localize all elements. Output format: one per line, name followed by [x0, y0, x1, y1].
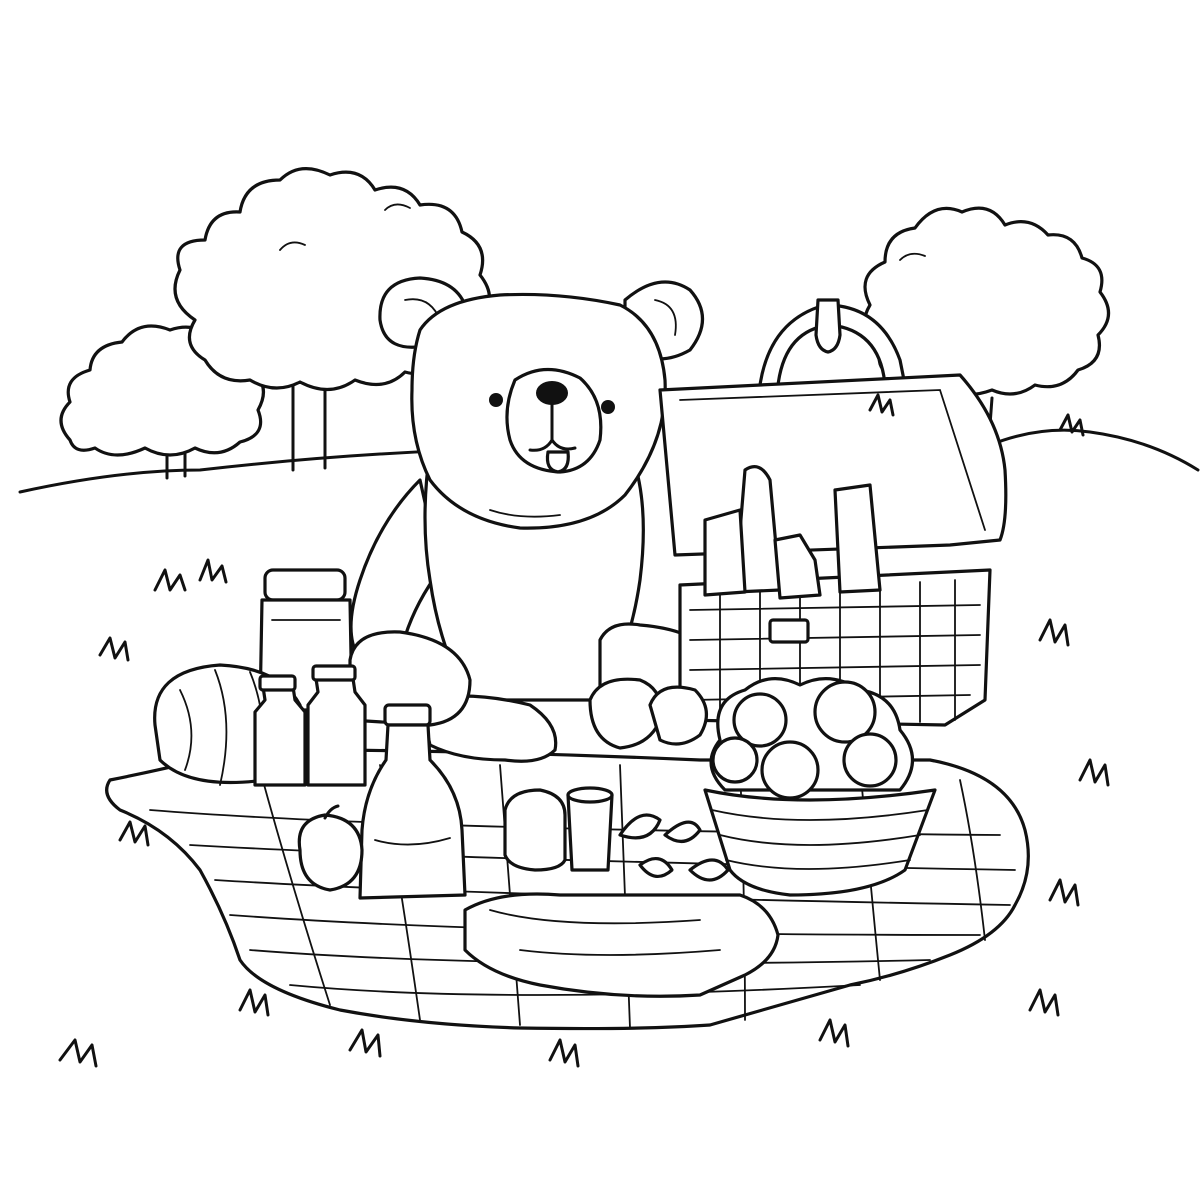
background-hills	[18, 428, 1200, 494]
bear-tongue	[545, 450, 570, 474]
basket-box	[833, 483, 882, 594]
leaves	[618, 813, 730, 882]
food-bowl	[703, 676, 937, 897]
large-bottle	[358, 703, 467, 900]
basket-clasp	[814, 298, 842, 354]
cup	[566, 786, 614, 872]
grass	[58, 393, 1110, 1068]
honey-jar	[503, 788, 567, 872]
small-bottle-left	[253, 674, 307, 787]
pastries	[588, 677, 708, 750]
bear-left-ear	[378, 276, 467, 349]
apple	[297, 804, 364, 892]
bear-nose	[536, 381, 568, 405]
small-bottle-right	[306, 664, 367, 787]
bear-right-eye	[601, 400, 615, 414]
basket-handle	[758, 303, 907, 387]
sandwich	[463, 892, 780, 998]
basket-bottle	[773, 533, 822, 600]
bread-loaf	[348, 630, 472, 727]
bear-muzzle	[505, 367, 603, 474]
basket-lock	[768, 618, 810, 644]
bear-left-eye	[489, 393, 503, 407]
